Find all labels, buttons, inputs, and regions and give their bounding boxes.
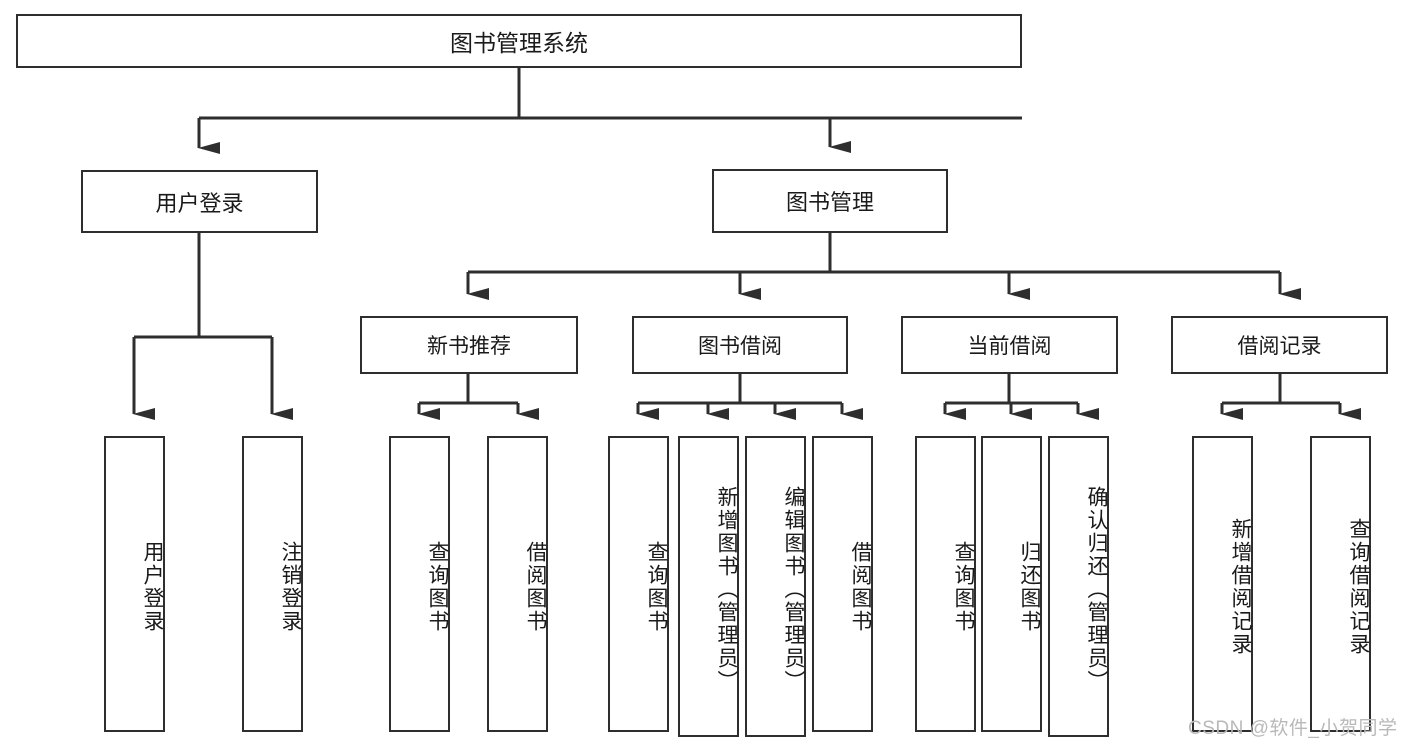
leaf-add-book-admin[interactable]: 新增图书（管理员） bbox=[678, 436, 739, 737]
node-new-book-rec[interactable]: 新书推荐 bbox=[360, 316, 578, 374]
node-book-manage-label: 图书管理 bbox=[785, 190, 874, 215]
node-book-manage[interactable]: 图书管理 bbox=[712, 169, 948, 233]
leaf-confirm-return-admin-label: 确认归还（管理员） bbox=[1085, 486, 1108, 693]
leaf-edit-book-admin-label: 编辑图书（管理员） bbox=[782, 486, 805, 693]
csdn-watermark: CSDN @软件_小贺同学 bbox=[1188, 718, 1398, 739]
node-book-borrow[interactable]: 图书借阅 bbox=[632, 316, 848, 374]
node-new-book-rec-label: 新书推荐 bbox=[427, 335, 511, 358]
leaf-user-login[interactable]: 用户登录 bbox=[104, 436, 165, 732]
leaf-query-book-rec[interactable]: 查询图书 bbox=[389, 436, 450, 732]
node-root[interactable]: 图书管理系统 bbox=[16, 14, 1022, 68]
leaf-logout-label: 注销登录 bbox=[279, 541, 302, 633]
leaf-add-borrow-record-label: 新增借阅记录 bbox=[1229, 518, 1252, 656]
leaf-borrow-book-label: 借阅图书 bbox=[849, 541, 872, 633]
leaf-user-login-label: 用户登录 bbox=[141, 541, 164, 633]
leaf-query-book-label: 查询图书 bbox=[645, 541, 668, 633]
node-book-borrow-label: 图书借阅 bbox=[698, 335, 782, 358]
leaf-query-book-rec-label: 查询图书 bbox=[426, 541, 449, 633]
leaf-logout[interactable]: 注销登录 bbox=[242, 436, 303, 732]
leaf-borrow-book[interactable]: 借阅图书 bbox=[812, 436, 873, 732]
node-user-login[interactable]: 用户登录 bbox=[81, 170, 318, 233]
leaf-borrow-book-rec[interactable]: 借阅图书 bbox=[487, 436, 548, 732]
node-borrow-log-label: 借阅记录 bbox=[1237, 335, 1322, 358]
leaf-query-borrow-record-label: 查询借阅记录 bbox=[1347, 518, 1370, 656]
leaf-query-book-cur[interactable]: 查询图书 bbox=[915, 436, 976, 732]
leaf-query-book[interactable]: 查询图书 bbox=[608, 436, 669, 732]
leaf-query-borrow-record[interactable]: 查询借阅记录 bbox=[1310, 436, 1371, 732]
leaf-add-borrow-record[interactable]: 新增借阅记录 bbox=[1192, 436, 1253, 732]
leaf-borrow-book-rec-label: 借阅图书 bbox=[524, 541, 547, 633]
leaf-return-book-label: 归还图书 bbox=[1018, 541, 1041, 633]
node-cur-borrow[interactable]: 当前借阅 bbox=[901, 316, 1118, 374]
node-cur-borrow-label: 当前借阅 bbox=[967, 335, 1052, 358]
leaf-return-book[interactable]: 归还图书 bbox=[981, 436, 1042, 732]
leaf-edit-book-admin[interactable]: 编辑图书（管理员） bbox=[745, 436, 806, 737]
node-root-label: 图书管理系统 bbox=[450, 30, 588, 56]
leaf-confirm-return-admin[interactable]: 确认归还（管理员） bbox=[1048, 436, 1109, 737]
node-user-login-label: 用户登录 bbox=[155, 190, 244, 216]
leaf-add-book-admin-label: 新增图书（管理员） bbox=[715, 486, 738, 693]
node-borrow-log[interactable]: 借阅记录 bbox=[1171, 316, 1388, 374]
leaf-query-book-cur-label: 查询图书 bbox=[952, 541, 975, 633]
